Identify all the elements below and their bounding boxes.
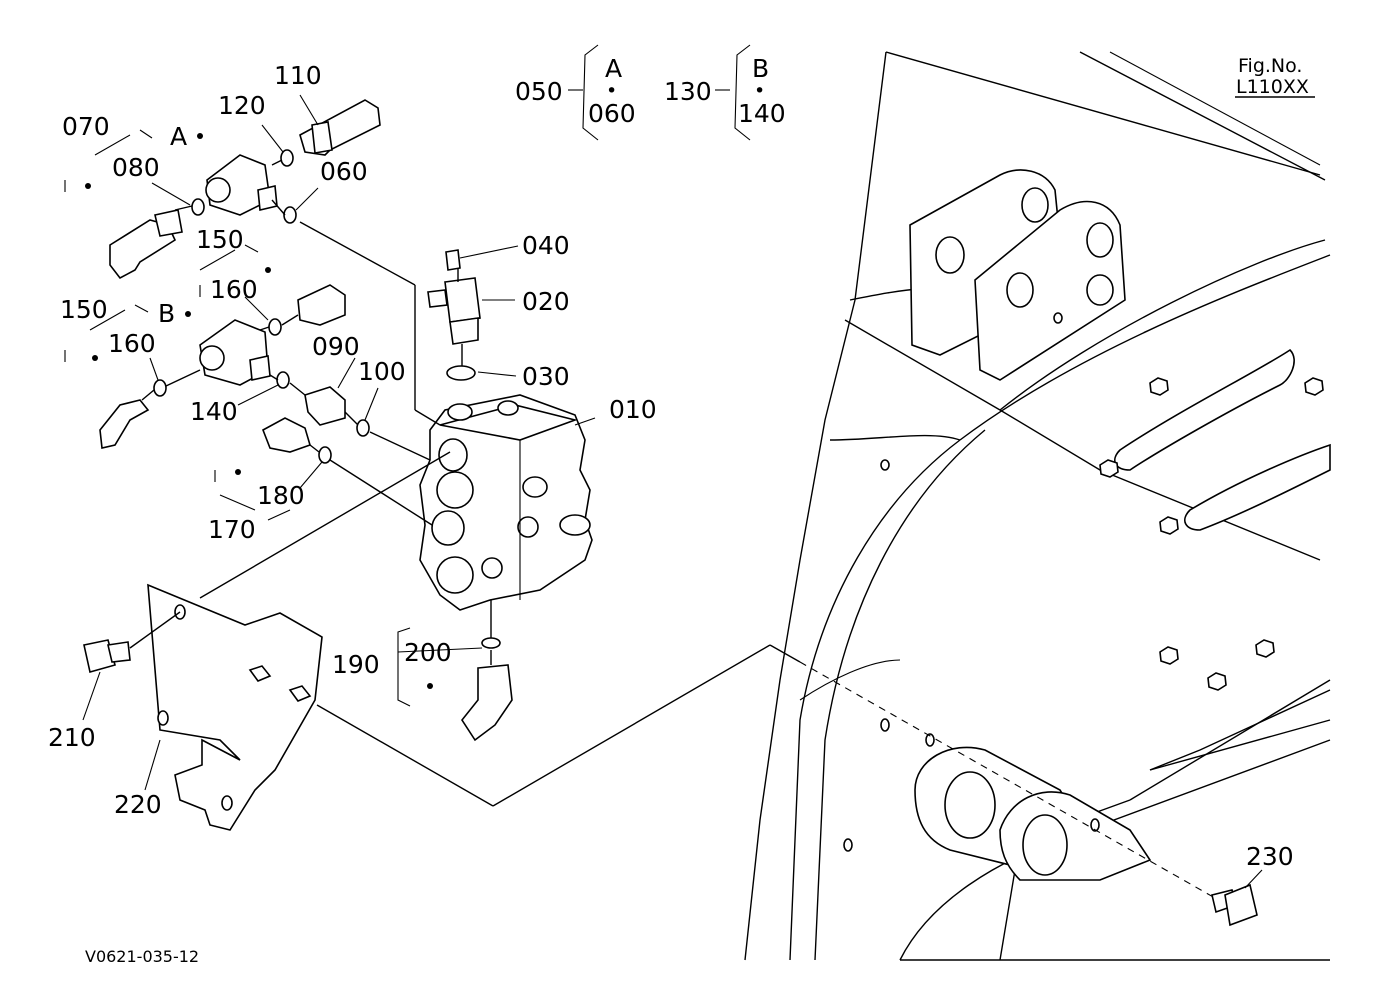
leader-lines <box>129 96 1315 899</box>
callout-230: 230 <box>1246 842 1294 871</box>
oring-060 <box>283 206 297 224</box>
oring-030 <box>446 365 476 381</box>
block-a <box>205 154 278 216</box>
callout-220: 220 <box>114 790 162 819</box>
elbow-070 <box>109 209 183 280</box>
callout-110: 110 <box>274 61 322 90</box>
frame-nuts <box>1099 377 1324 691</box>
callout-040: 040 <box>522 231 570 260</box>
oring-120 <box>280 149 294 167</box>
callout-160-upper: 160 <box>210 275 258 304</box>
callout-080: 080 <box>112 153 160 182</box>
oring-140 <box>276 371 290 389</box>
callout-030: 030 <box>522 362 570 391</box>
callout-210: 210 <box>48 723 96 752</box>
fitting-040-breather <box>445 249 461 271</box>
group-130-dot: • <box>754 80 765 102</box>
callout-200: 200 <box>404 638 452 667</box>
oring-080 <box>191 198 205 216</box>
elbow-190 <box>461 664 513 742</box>
loader-frame <box>744 51 1331 961</box>
oring-180 <box>318 446 332 464</box>
elbow-170 <box>261 417 311 453</box>
callout-180: 180 <box>257 481 305 510</box>
callout-labels: 010 020 030 040 060 070 080 090 100 110 … <box>48 54 1309 966</box>
marker-a: A <box>170 122 187 151</box>
group-130-id: 130 <box>664 77 712 106</box>
elbow-150 <box>99 399 150 449</box>
callout-010: 010 <box>609 395 657 424</box>
group-050-id: 050 <box>515 77 563 106</box>
callout-170: 170 <box>208 515 256 544</box>
fig-number: L110XX <box>1236 76 1309 98</box>
oring-160-lower <box>153 379 167 397</box>
group-050-dot: • <box>606 80 617 102</box>
callout-190: 190 <box>332 650 380 679</box>
fig-label: Fig.No. <box>1238 55 1302 77</box>
callout-120: 120 <box>218 91 266 120</box>
callout-100: 100 <box>358 357 406 386</box>
group-130-variant: B <box>752 54 769 83</box>
callout-140: 140 <box>190 397 238 426</box>
callout-150-upper: 150 <box>196 225 244 254</box>
frame-holes <box>843 459 1100 852</box>
callout-070: 070 <box>62 112 110 141</box>
fitting-160-upper <box>297 284 346 326</box>
lower-mount-bracket <box>914 746 1152 881</box>
upper-mount-bracket <box>909 169 1126 381</box>
callout-060: 060 <box>320 157 368 186</box>
oring-100 <box>356 419 370 437</box>
bolt-210 <box>83 639 131 673</box>
block-b <box>199 319 271 386</box>
mount-plate-220 <box>147 583 323 831</box>
fitting-090 <box>304 386 346 426</box>
slotted-plates <box>1114 348 1331 531</box>
bolt-230 <box>1211 883 1258 927</box>
callout-160-lower: 160 <box>108 329 156 358</box>
reference-code: V0621-035-12 <box>85 947 199 966</box>
fitting-110 <box>299 99 381 156</box>
marker-b: B <box>158 299 175 328</box>
group-050-sub: 060 <box>588 99 636 128</box>
callout-020: 020 <box>522 287 570 316</box>
control-valve-body <box>419 394 593 611</box>
bullet-dots <box>85 133 433 689</box>
callout-pointers <box>82 89 1263 889</box>
fitting-020-switch <box>427 277 481 345</box>
bracket-groups <box>64 44 751 707</box>
callout-150-lower: 150 <box>60 295 108 324</box>
callout-090: 090 <box>312 332 360 361</box>
group-130-sub: 140 <box>738 99 786 128</box>
group-050-variant: A <box>605 54 622 83</box>
oring-160-upper <box>268 318 282 336</box>
oring-200 <box>481 637 501 649</box>
